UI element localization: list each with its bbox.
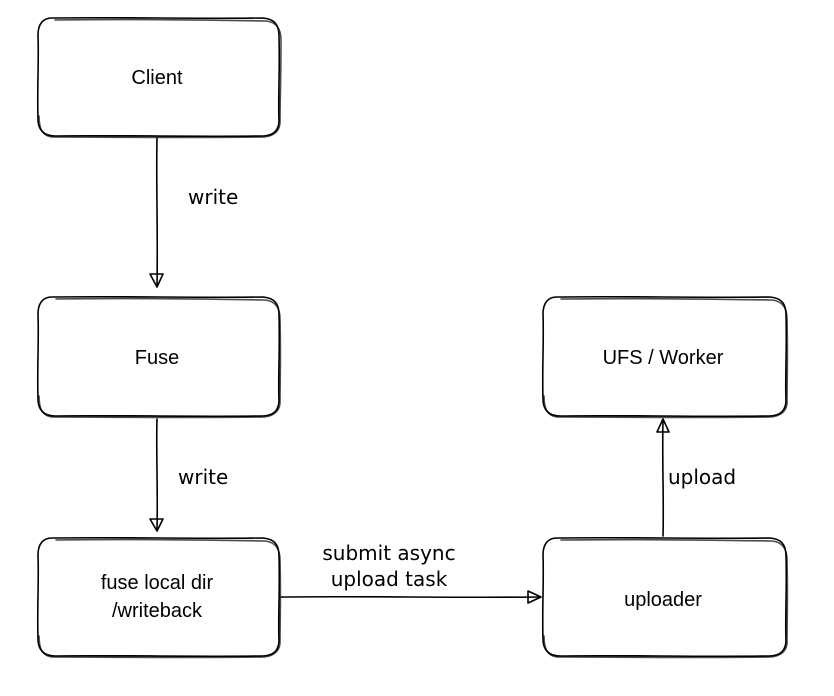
edge-uploader-to-ufs-line — [661, 419, 665, 537]
node-local-dir-label-line2: /writeback — [112, 600, 203, 622]
node-uploader-label: uploader — [624, 589, 702, 611]
edge-local-to-uploader-label-line1: submit async — [322, 541, 455, 565]
node-ufs-worker-outline-stroke2 — [543, 297, 789, 419]
node-client-label: Client — [131, 67, 183, 89]
node-uploader[interactable]: uploader — [541, 536, 789, 659]
node-fuse-outline-stroke2 — [38, 297, 282, 419]
edge-local-to-uploader-arrowhead — [527, 590, 542, 604]
edge-fuse-to-local-arrowhead — [149, 518, 164, 532]
node-local-dir[interactable]: fuse local dir /writeback — [36, 536, 282, 659]
node-fuse-outline — [36, 295, 281, 418]
edge-local-to-uploader-label-line2: upload task — [331, 567, 448, 591]
edge-fuse-to-local: write — [149, 418, 228, 532]
node-local-dir-outline-stroke2 — [38, 538, 282, 659]
node-ufs-worker-outline — [541, 295, 788, 418]
edge-client-to-fuse: write — [149, 137, 238, 288]
edge-fuse-to-local-line — [155, 418, 159, 531]
edge-uploader-to-ufs-arrowhead — [656, 418, 670, 433]
node-local-dir-label-line1: fuse local dir — [101, 572, 214, 594]
node-uploader-outline — [541, 536, 788, 658]
edge-uploader-to-ufs: upload — [656, 418, 736, 537]
node-fuse[interactable]: Fuse — [36, 295, 282, 419]
edge-client-to-fuse-label: write — [188, 185, 238, 209]
edge-fuse-to-local-label: write — [178, 465, 228, 489]
edge-client-to-fuse-line — [155, 137, 159, 287]
node-client[interactable]: Client — [36, 16, 282, 139]
node-ufs-worker[interactable]: UFS / Worker — [541, 295, 789, 419]
edge-uploader-to-ufs-label: upload — [668, 465, 736, 489]
node-client-outline-stroke2 — [38, 18, 282, 139]
edge-client-to-fuse-arrowhead — [149, 273, 164, 288]
node-uploader-outline-stroke2 — [543, 538, 789, 659]
edge-local-to-uploader-line — [280, 595, 541, 599]
node-local-dir-outline — [36, 536, 281, 658]
node-client-outline — [36, 16, 281, 138]
node-fuse-label: Fuse — [135, 347, 179, 369]
node-ufs-worker-label: UFS / Worker — [603, 347, 724, 369]
edge-local-to-uploader: submit async upload task — [280, 541, 542, 604]
